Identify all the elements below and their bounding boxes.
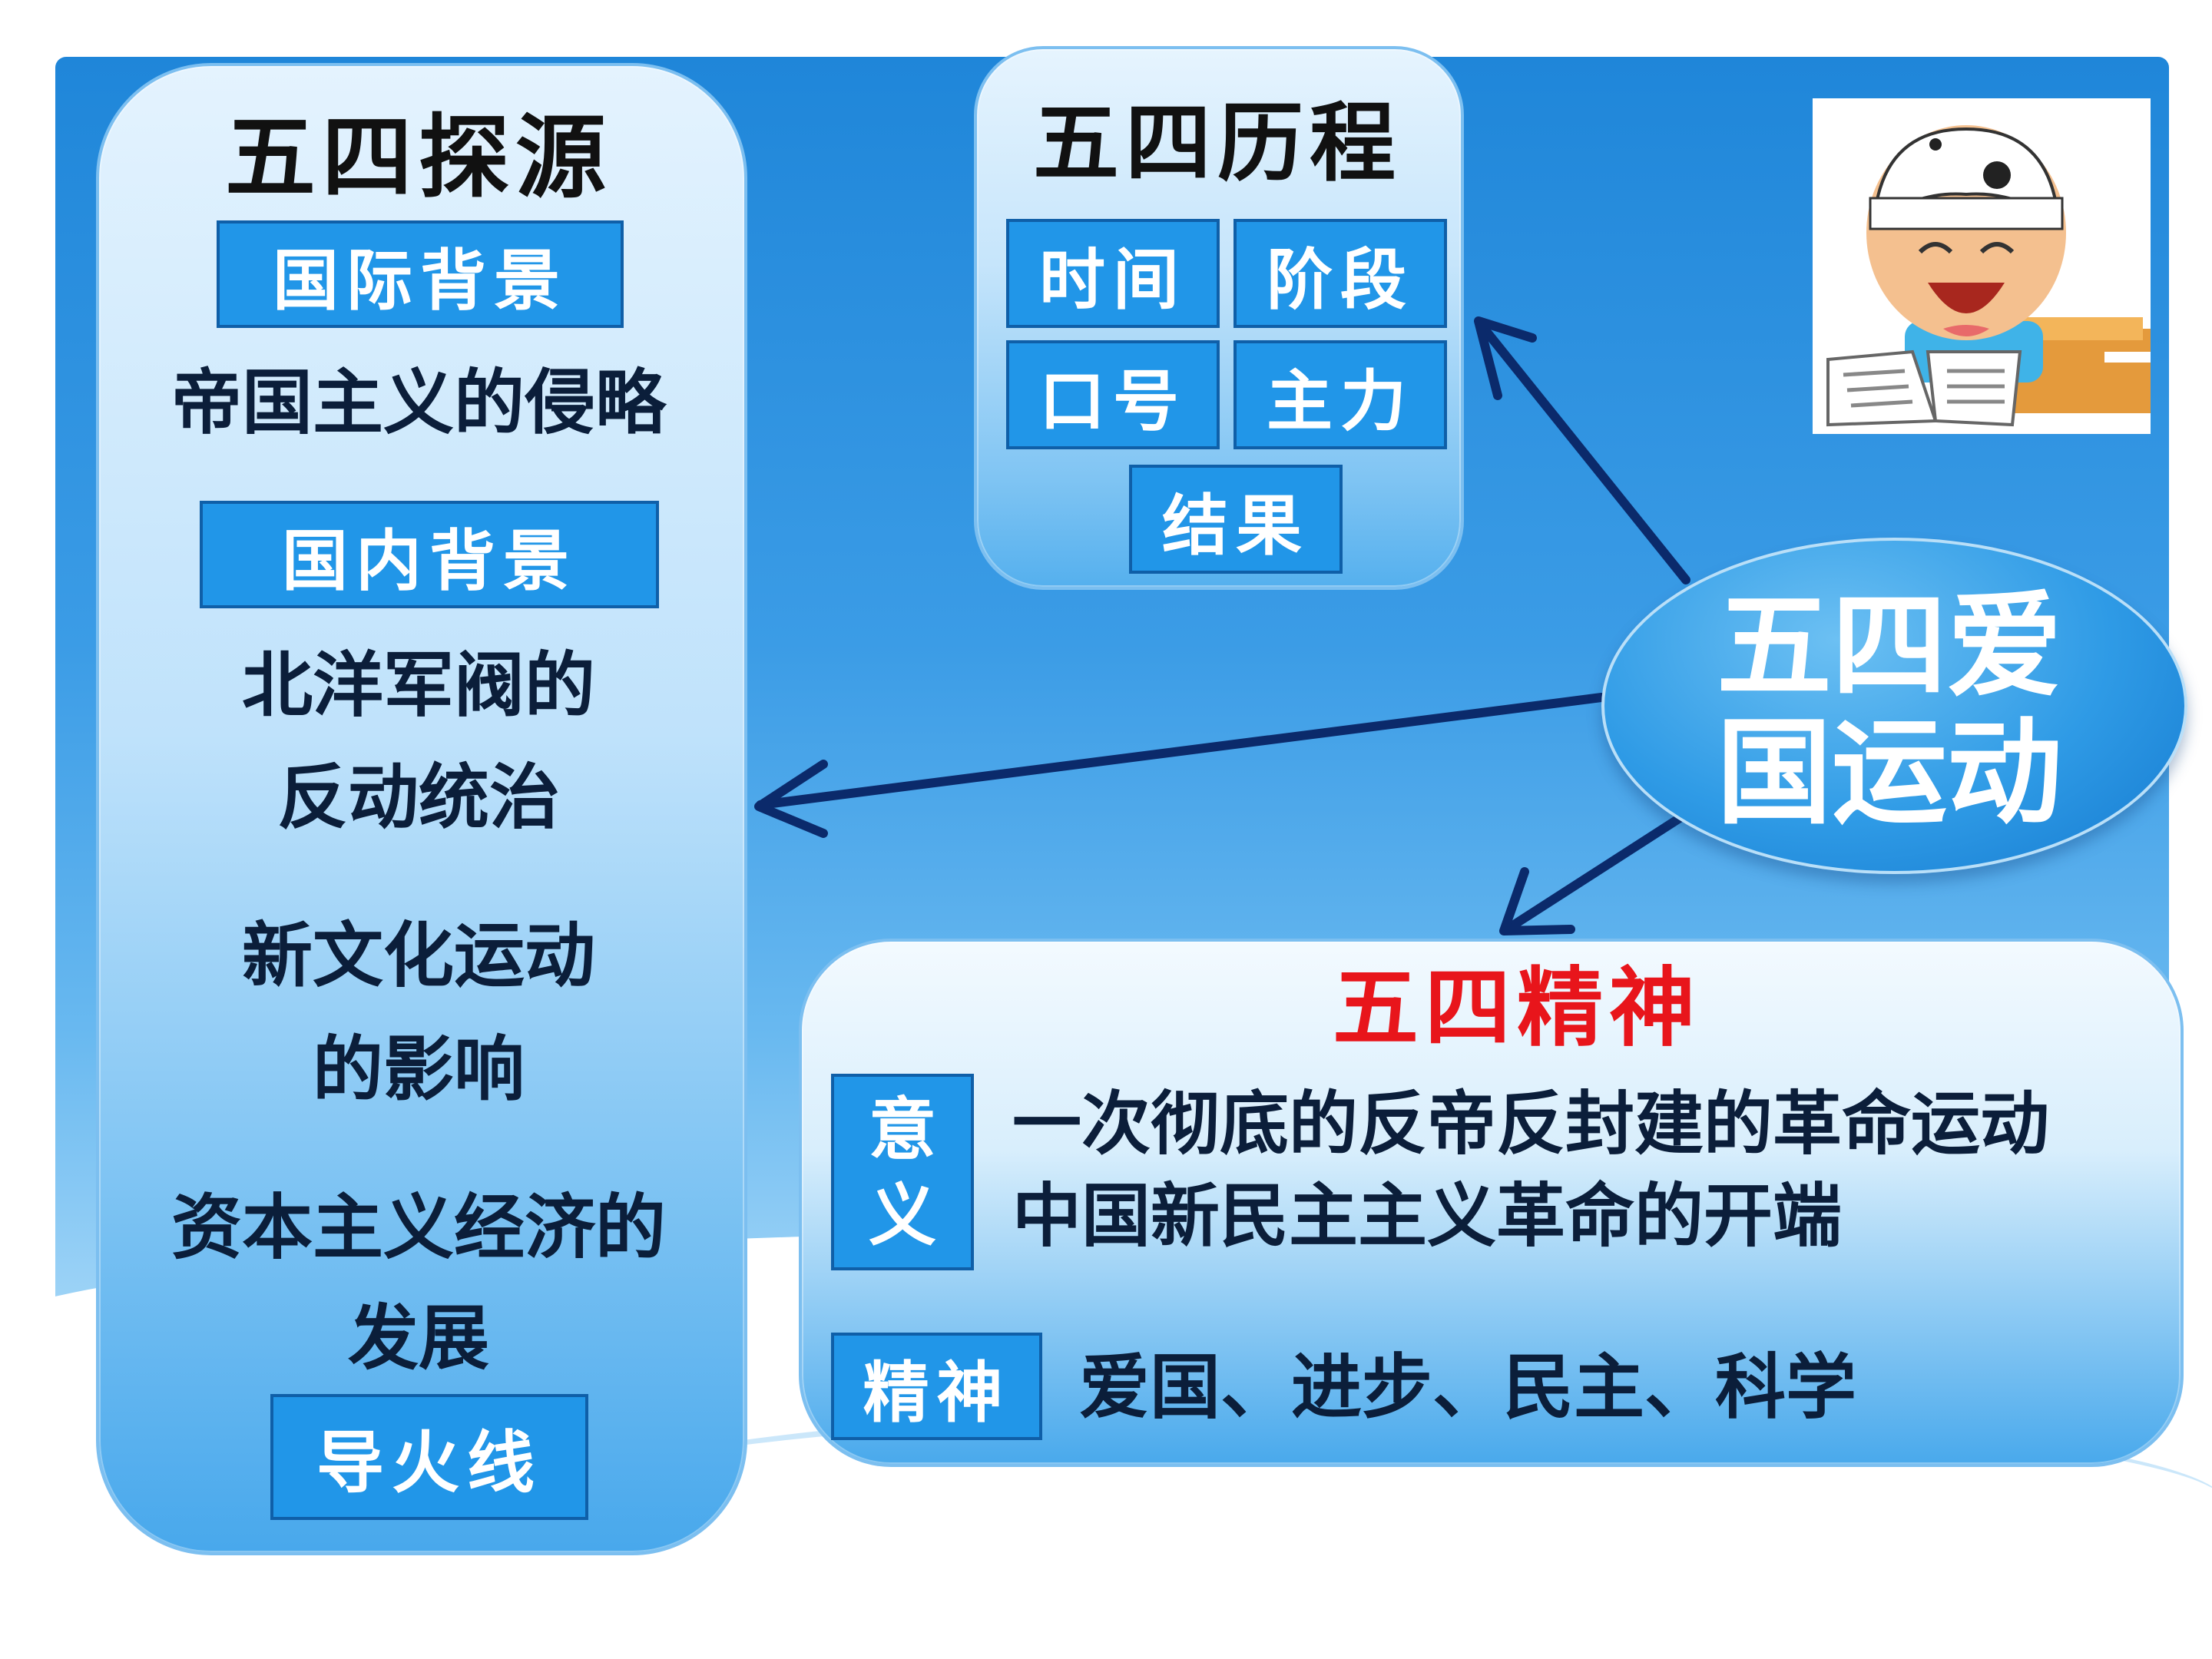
spirit-title: 五四精神 <box>1333 958 1701 1058</box>
new-culture-line1: 新文化运动 <box>241 915 595 997</box>
process-box-result: 结果 <box>1129 465 1343 574</box>
imperialism-text: 帝国主义的侵略 <box>171 362 666 444</box>
meaning-label-box: 意 义 <box>831 1074 974 1270</box>
cartoon-student-image <box>1813 98 2151 434</box>
process-title: 五四历程 <box>1033 93 1402 194</box>
process-box-time: 时间 <box>1006 219 1220 328</box>
meaning-line1: 一次彻底的反帝反封建的革命运动 <box>1012 1084 2049 1164</box>
new-culture-line2: 的影响 <box>312 1028 525 1111</box>
spirit-text: 爱国、进步、民主、科学 <box>1079 1346 1857 1429</box>
arrow-head-process <box>1474 316 1537 400</box>
international-background-box: 国际背景 <box>217 220 624 328</box>
capitalism-line2: 发展 <box>347 1297 489 1379</box>
meaning-label-char2: 义 <box>868 1175 936 1255</box>
center-ellipse <box>1601 538 2187 874</box>
origin-title: 五四探源 <box>224 104 612 210</box>
center-title: 五四爱 国运动 <box>1651 584 2128 837</box>
meaning-line2: 中国新民主主义革命的开端 <box>1012 1176 1842 1257</box>
spirit-label-box: 精神 <box>831 1333 1042 1440</box>
arrow-to-process <box>1478 322 1690 584</box>
center-title-line2: 国运动 <box>1716 707 2062 840</box>
warlords-line1: 北洋军阀的 <box>241 644 595 727</box>
arrow-head-origin <box>754 760 828 838</box>
arrow-head-spirit <box>1499 867 1575 935</box>
domestic-background-box: 国内背景 <box>200 501 659 608</box>
warlords-line2: 反动统治 <box>276 757 560 839</box>
arrow-to-spirit <box>1505 810 1690 932</box>
spirit-panel <box>799 939 2184 1467</box>
process-box-slogan: 口号 <box>1006 340 1220 449</box>
process-box-stage: 阶段 <box>1233 219 1447 328</box>
meaning-label-char1: 意 <box>868 1089 936 1169</box>
capitalism-line1: 资本主义经济的 <box>171 1187 666 1269</box>
center-title-line1: 五四爱 <box>1716 580 2062 714</box>
arrow-to-origin <box>756 693 1606 810</box>
fuse-box: 导火线 <box>270 1394 588 1520</box>
process-box-mainforce: 主力 <box>1233 340 1447 449</box>
